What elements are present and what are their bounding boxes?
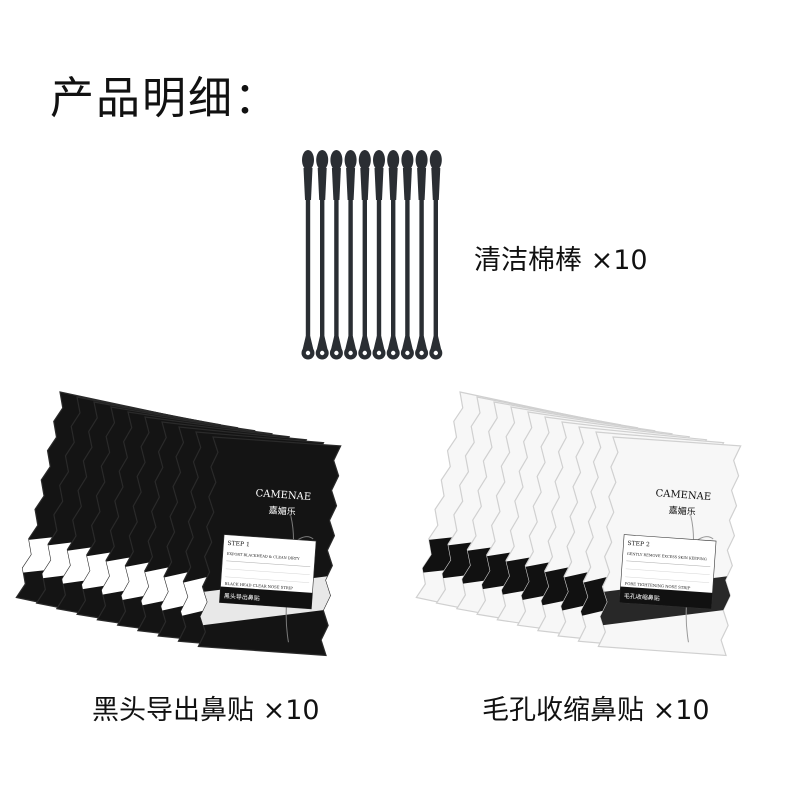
- pack-name-cn: 黑头导出鼻贴: [224, 592, 260, 602]
- cotton-swab: [429, 150, 443, 360]
- cotton-swab: [400, 150, 414, 360]
- pack-brand: CAMENAE: [255, 488, 311, 503]
- cotton-swab-bundle: [301, 150, 443, 360]
- black-strip-caption: 黑头导出鼻贴 ×10: [92, 695, 320, 726]
- cotton-swab: [386, 150, 400, 360]
- pack-name-en: PORE TIGHTENING NOSE STRIP: [625, 581, 691, 591]
- pack-brand-cn: 嘉媚乐: [668, 504, 696, 518]
- pack-brand-cn: 嘉媚乐: [268, 504, 296, 518]
- pack-name-cn: 毛孔收缩鼻贴: [624, 592, 660, 602]
- white-strip-caption: 毛孔收缩鼻贴 ×10: [482, 695, 710, 726]
- pack-step: STEP 1: [227, 540, 250, 549]
- pack-subtitle: EXPORT BLACKHEAD & CLEAN DIRTY: [227, 552, 301, 561]
- pack-step: STEP 2: [627, 540, 650, 549]
- pack-name-en: BLACK HEAD CLEAR NOSE STRIP: [225, 581, 294, 591]
- page-heading: 产品明细：: [50, 73, 280, 124]
- cotton-swab: [372, 150, 386, 360]
- cotton-swab: [315, 150, 329, 360]
- cotton-swab: [358, 150, 372, 360]
- cotton-swab: [344, 150, 358, 360]
- cotton-swab: [415, 150, 429, 360]
- swab-caption: 清洁棉棒 ×10: [474, 245, 648, 276]
- pack-brand: CAMENAE: [655, 488, 711, 503]
- cotton-swab: [329, 150, 343, 360]
- pack-subtitle: GENTLY REMOVE EXCESS SKIN KEEPING: [627, 552, 707, 562]
- cotton-swab: [301, 150, 315, 360]
